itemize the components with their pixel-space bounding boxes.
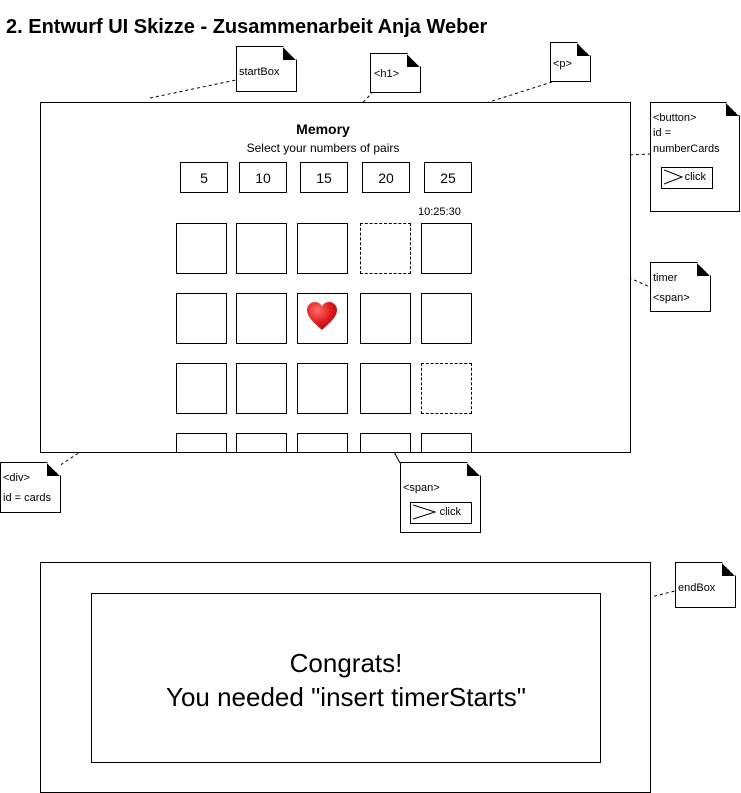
card[interactable] xyxy=(360,363,411,414)
start-box: Memory Select your numbers of pairs 5 10… xyxy=(40,102,631,453)
note-click-button: click xyxy=(661,167,713,189)
note-span-click-button: click xyxy=(410,502,472,524)
card[interactable] xyxy=(176,363,227,414)
memory-heading: Memory xyxy=(296,121,350,137)
card-matched xyxy=(421,363,472,414)
pointer-icon xyxy=(664,169,684,185)
card[interactable] xyxy=(421,223,472,274)
note-div-line2: id = cards xyxy=(3,492,51,504)
card[interactable] xyxy=(360,433,411,452)
note-h1-label: <h1> xyxy=(374,68,400,80)
note-p: <p> xyxy=(550,42,591,82)
pairs-button-20[interactable]: 20 xyxy=(362,162,410,193)
card[interactable] xyxy=(297,363,348,414)
end-message-box: Congrats! You needed "insert timerStarts… xyxy=(91,593,601,763)
card[interactable] xyxy=(297,223,348,274)
note-button-line3: numberCards xyxy=(653,143,720,155)
pointer-icon xyxy=(413,504,437,520)
note-div-line1: <div> xyxy=(3,472,30,484)
note-span: <span> click xyxy=(400,462,481,533)
note-span-click-label: click xyxy=(439,506,461,518)
note-timer-line1: timer xyxy=(653,272,678,284)
note-timer: timer <span> xyxy=(650,262,711,312)
page-title: 2. Entwurf UI Skizze - Zusammenarbeit An… xyxy=(6,16,488,38)
card[interactable] xyxy=(236,363,287,414)
note-endbox: endBox xyxy=(675,562,736,608)
card[interactable] xyxy=(236,223,287,274)
card[interactable] xyxy=(421,433,472,452)
note-span-line1: <span> xyxy=(403,482,440,494)
pairs-button-5[interactable]: 5 xyxy=(180,162,228,193)
pairs-button-25[interactable]: 25 xyxy=(424,162,472,193)
pairs-button-10[interactable]: 10 xyxy=(239,162,287,193)
congrats-text: Congrats! xyxy=(289,648,403,678)
card[interactable] xyxy=(176,433,227,452)
note-button-line2: id = xyxy=(653,127,672,139)
pairs-button-15[interactable]: 15 xyxy=(300,162,348,193)
note-timer-line2: <span> xyxy=(653,292,690,304)
memory-subtitle: Select your numbers of pairs xyxy=(246,141,400,155)
card[interactable] xyxy=(360,293,411,344)
note-startbox: startBox xyxy=(236,46,297,92)
result-text: You needed "insert timerStarts" xyxy=(165,682,527,712)
note-button: <button> id = numberCards click xyxy=(650,102,740,212)
end-box: Congrats! You needed "insert timerStarts… xyxy=(40,562,651,793)
card[interactable] xyxy=(176,223,227,274)
heart-icon xyxy=(307,302,337,330)
card-matched xyxy=(360,223,411,274)
note-p-label: <p> xyxy=(553,58,572,70)
card[interactable] xyxy=(297,433,348,452)
card-revealed[interactable] xyxy=(297,293,348,344)
note-h1: <h1> xyxy=(370,53,421,93)
card[interactable] xyxy=(421,293,472,344)
note-click-label: click xyxy=(684,171,706,183)
note-endbox-label: endBox xyxy=(678,582,716,594)
card[interactable] xyxy=(176,293,227,344)
card[interactable] xyxy=(236,433,287,452)
note-startbox-label: startBox xyxy=(239,66,280,78)
note-div: <div> id = cards xyxy=(0,462,61,513)
card[interactable] xyxy=(236,293,287,344)
timer: 10:25:30 xyxy=(418,206,461,218)
note-button-line1: <button> xyxy=(653,112,697,124)
